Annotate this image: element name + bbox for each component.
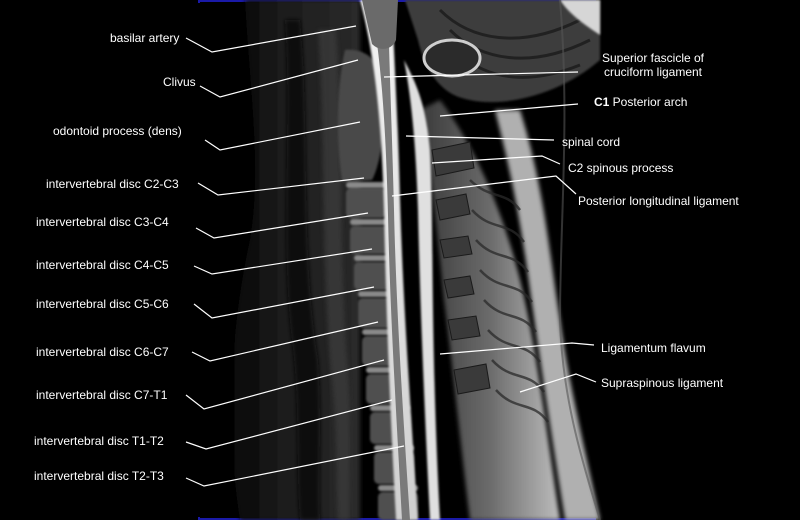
pharynx-shadow — [285, 20, 320, 520]
leader-lines — [185, 25, 597, 487]
disc-shape — [350, 219, 390, 225]
c1-posterior-arch-shape — [422, 38, 482, 78]
label-c1-bold: C1 — [594, 95, 610, 109]
leader-disc-c3-c4 — [195, 212, 369, 239]
label-cruciform-ligament: Superior fascicle of cruciform ligament — [583, 51, 723, 79]
label-cruciform-line1: Superior fascicle of — [601, 51, 705, 65]
leader-c2-spinous — [431, 155, 561, 165]
vertebral-body — [346, 188, 386, 218]
label-clivus: Clivus — [163, 75, 196, 89]
leader-c1-arch — [439, 103, 579, 117]
leader-lig-flavum — [439, 342, 595, 355]
leader-pll — [391, 175, 577, 197]
label-ligamentum-flavum: Ligamentum flavum — [601, 341, 706, 355]
leader-dens — [204, 121, 361, 151]
label-c2-spinous-process: C2 spinous process — [568, 161, 674, 175]
leader-disc-c5-c6 — [193, 286, 375, 319]
csf-column — [360, 0, 418, 520]
spinous-process — [431, 141, 475, 177]
subcutaneous-fat — [495, 110, 600, 520]
leader-cruciform — [383, 71, 579, 78]
prevertebral-band — [318, 30, 351, 520]
leader-disc-c4-c5 — [193, 248, 373, 275]
leader-disc-t1-t2 — [185, 399, 393, 450]
spinous-process — [443, 275, 475, 299]
label-cruciform-line2: cruciform ligament — [603, 65, 703, 79]
brainstem — [362, 0, 398, 49]
muscle-striations — [469, 179, 550, 423]
label-disc-c6-c7: intervertebral disc C6-C7 — [36, 345, 169, 359]
leader-supraspinous — [519, 373, 597, 393]
disc-shape — [346, 182, 386, 188]
posterior-csf — [404, 60, 440, 520]
label-disc-c2-c3: intervertebral disc C2-C3 — [46, 177, 179, 191]
label-disc-c7-t1: intervertebral disc C7-T1 — [36, 388, 168, 402]
label-c1-posterior-arch: C1 Posterior arch — [594, 95, 687, 109]
label-disc-t2-t3: intervertebral disc T2-T3 — [34, 469, 164, 483]
posterior-skin-edge — [558, 0, 601, 520]
cisterna-magna — [560, 0, 600, 35]
disc-shape — [354, 255, 394, 261]
leader-basilar-artery — [185, 25, 357, 53]
vertebral-body — [354, 262, 394, 290]
spinous-process — [435, 193, 471, 221]
label-basilar-artery: basilar artery — [110, 31, 180, 45]
label-disc-t1-t2: intervertebral disc T1-T2 — [34, 434, 164, 448]
label-dens: odontoid process (dens) — [53, 124, 182, 138]
vertebral-body — [350, 226, 390, 254]
leader-disc-c2-c3 — [197, 177, 365, 196]
dens-body — [337, 49, 385, 182]
label-supraspinous-ligament: Supraspinous ligament — [601, 376, 724, 390]
label-disc-c5-c6: intervertebral disc C5-C6 — [36, 297, 169, 311]
leader-disc-t2-t3 — [185, 445, 405, 487]
label-c1-rest: Posterior arch — [609, 95, 688, 109]
leader-disc-c7-t1 — [185, 359, 385, 410]
leader-spinal-cord — [405, 135, 555, 141]
label-disc-c3-c4: intervertebral disc C3-C4 — [36, 215, 169, 229]
spinous-process — [447, 315, 481, 341]
spinous-process — [453, 363, 491, 395]
spinal-cord-shape — [370, 0, 410, 520]
spinous-processes — [431, 141, 491, 395]
leader-disc-c6-c7 — [191, 321, 379, 362]
label-spinal-cord: spinal cord — [562, 135, 621, 149]
label-disc-c4-c5: intervertebral disc C4-C5 — [36, 258, 169, 272]
leader-clivus — [199, 59, 359, 98]
label-posterior-longitudinal-ligament: Posterior longitudinal ligament — [578, 194, 739, 208]
spinous-process — [439, 235, 473, 259]
